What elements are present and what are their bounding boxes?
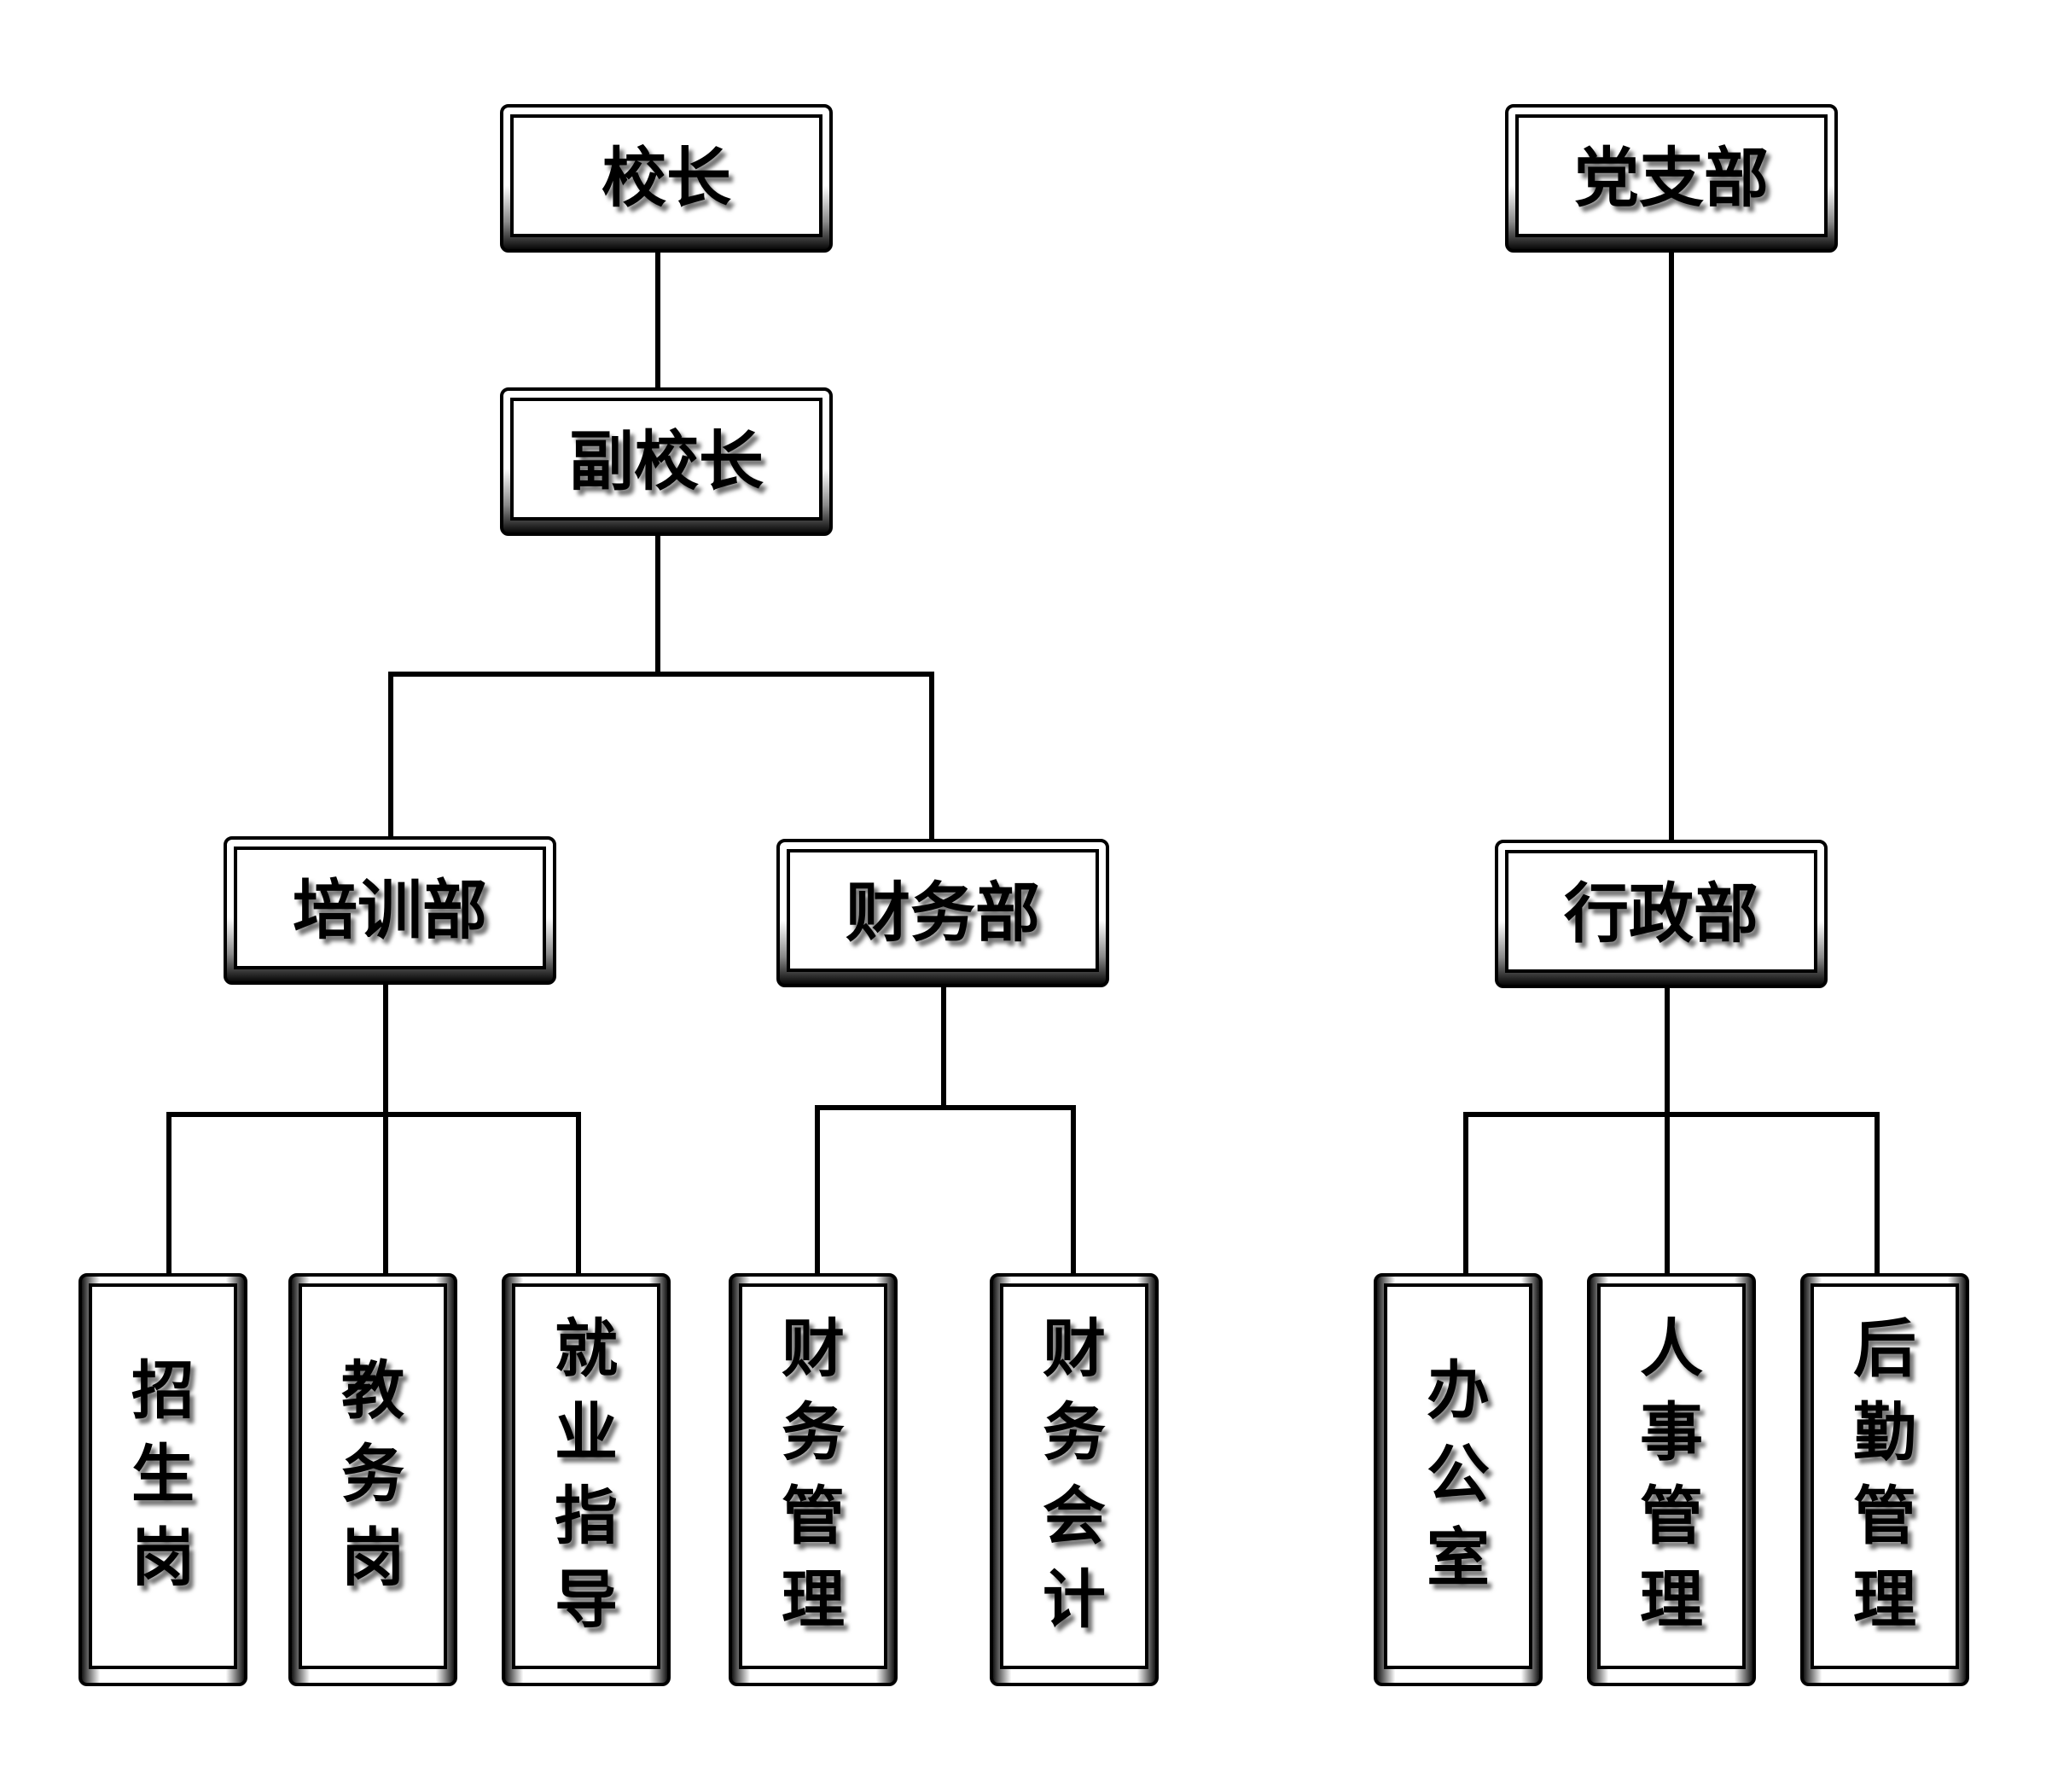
node-label: 教务岗: [341, 1354, 404, 1595]
node-label: 校长: [602, 140, 731, 216]
node-logistics-management: 后勤管理: [1800, 1273, 1969, 1686]
node-party-branch: 党支部: [1505, 104, 1838, 253]
node-inner-box: [89, 1283, 237, 1669]
edge-admin-dept-children: [1463, 982, 1880, 1277]
node-label: 副校长: [569, 423, 764, 499]
node-inner-box: [1811, 1283, 1959, 1669]
node-finance-dept: 财务部: [776, 839, 1109, 987]
node-label: 财务部: [846, 875, 1040, 951]
node-training-dept: 培训部: [224, 836, 556, 985]
node-inner-box: [512, 1283, 660, 1669]
node-label: 财务管理: [782, 1312, 845, 1637]
node-inner-box: [510, 114, 822, 237]
node-inner-box: [1597, 1283, 1746, 1669]
node-inner-box: [739, 1283, 887, 1669]
edge-training-dept-children: [166, 980, 581, 1277]
node-label: 后勤管理: [1853, 1312, 1916, 1637]
edge-finance-dept-children: [815, 982, 1076, 1277]
node-label: 办公室: [1427, 1354, 1490, 1595]
node-label: 招生岗: [131, 1354, 195, 1595]
node-enrollment: 招生岗: [78, 1273, 247, 1686]
node-label: 党支部: [1574, 140, 1769, 216]
node-label: 人事管理: [1640, 1312, 1703, 1637]
node-inner-box: [234, 847, 546, 969]
node-label: 就业指导: [555, 1312, 618, 1637]
node-office: 办公室: [1374, 1273, 1543, 1686]
node-inner-box: [1000, 1283, 1148, 1669]
node-label: 行政部: [1564, 876, 1758, 951]
node-inner-box: [299, 1283, 447, 1669]
node-principal: 校长: [500, 104, 833, 253]
node-inner-box: [510, 398, 822, 521]
node-inner-box: [1384, 1283, 1532, 1669]
node-inner-box: [1505, 850, 1817, 973]
edge-vice-principal-departments: [388, 533, 934, 839]
node-finance-accounting: 财务会计: [990, 1273, 1159, 1686]
node-admin-dept: 行政部: [1495, 840, 1828, 988]
node-inner-box: [787, 849, 1099, 972]
node-vice-principal: 副校长: [500, 387, 833, 536]
connector-lines: [166, 250, 1880, 1277]
node-academic-affairs: 教务岗: [288, 1273, 457, 1686]
node-inner-box: [1515, 114, 1828, 237]
node-employment-guidance: 就业指导: [502, 1273, 671, 1686]
node-hr-management: 人事管理: [1587, 1273, 1756, 1686]
node-label: 财务会计: [1043, 1312, 1106, 1637]
node-label: 培训部: [293, 872, 487, 948]
node-finance-management: 财务管理: [729, 1273, 898, 1686]
